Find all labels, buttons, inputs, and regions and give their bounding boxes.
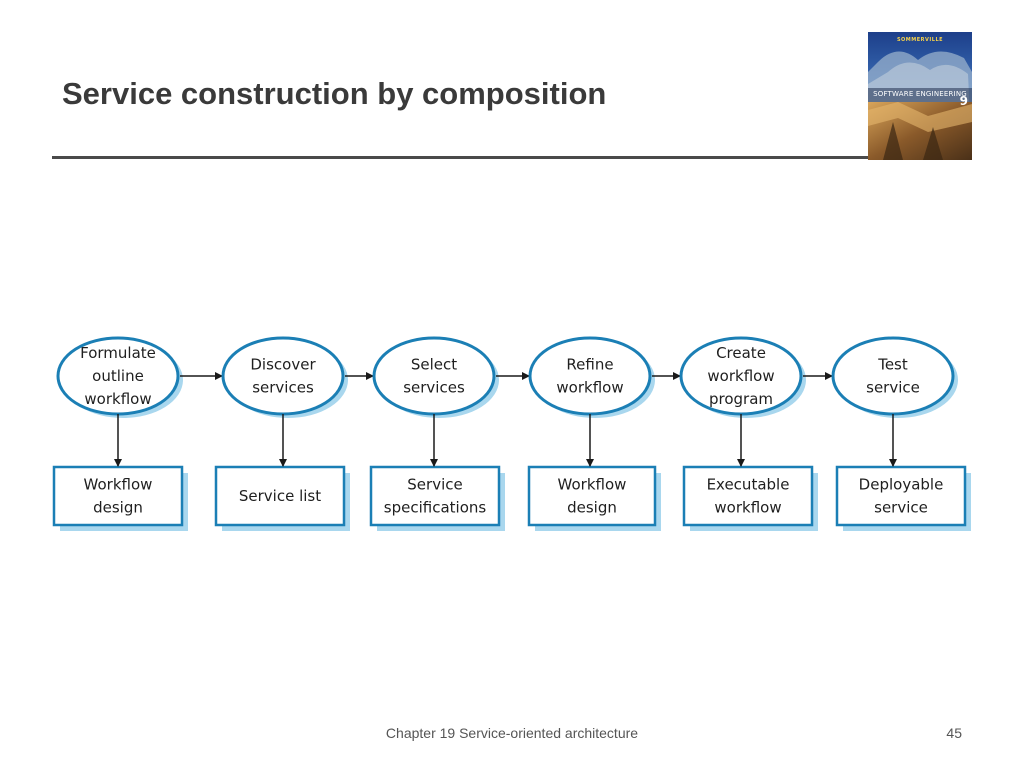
output-box — [52, 465, 184, 527]
step-ellipse — [831, 336, 955, 416]
step-label-line: Discover — [250, 356, 316, 374]
step-label-line: workflow — [707, 367, 774, 385]
step-ellipse — [221, 336, 345, 416]
slide-title: Service construction by composition — [62, 76, 607, 111]
output-label-line: workflow — [714, 499, 781, 517]
output-box — [682, 465, 814, 527]
output-label-line: design — [93, 499, 143, 517]
step-label-line: outline — [92, 367, 144, 385]
output-label-line: Deployable — [859, 476, 944, 494]
book-cover-art — [868, 32, 972, 160]
output-box — [214, 465, 346, 527]
step-label-line: services — [403, 379, 465, 397]
step-label-line: Create — [716, 344, 766, 362]
output-box — [527, 465, 657, 527]
book-title: SOFTWARE ENGINEERING — [873, 90, 967, 98]
step-label-line: Test — [877, 356, 908, 374]
step-label-line: Formulate — [80, 344, 156, 362]
book-edition: 9 — [959, 94, 968, 108]
step-ellipse — [372, 336, 496, 416]
output-box — [835, 465, 967, 527]
footer-chapter: Chapter 19 Service-oriented architecture — [385, 725, 639, 741]
step-label-line: program — [709, 390, 773, 408]
output-label-line: Workflow — [84, 476, 153, 494]
step-label-line: Refine — [566, 356, 613, 374]
output-box — [369, 465, 501, 527]
step-label-line: service — [866, 379, 920, 397]
output-label-line: Workflow — [558, 476, 627, 494]
step-label-line: workflow — [556, 379, 623, 397]
step-ellipse — [528, 336, 652, 416]
output-label-line: Service — [407, 476, 462, 494]
output-label-line: service — [874, 499, 928, 517]
title-divider — [52, 156, 870, 159]
step-label-line: Select — [411, 356, 457, 374]
output-label-line: Service list — [239, 487, 321, 505]
output-label-line: Executable — [707, 476, 790, 494]
step-label-line: services — [252, 379, 314, 397]
book-cover-image: SOMMERVILLE SOFTWARE ENGINEERING 9 — [868, 32, 972, 160]
output-label-line: specifications — [384, 499, 487, 517]
page-number: 45 — [946, 725, 962, 741]
output-label-line: design — [567, 499, 617, 517]
step-label-line: workflow — [84, 390, 151, 408]
book-author: SOMMERVILLE — [896, 37, 944, 43]
